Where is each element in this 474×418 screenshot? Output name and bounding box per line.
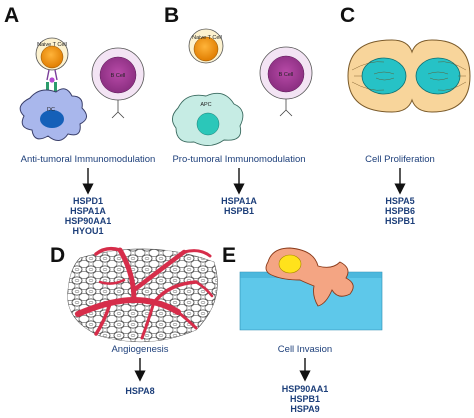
panel-c: C Cell Proliferation HSPA5 HSPB6 HSPB1 [340, 4, 471, 226]
panel-a-dendritic-cell: DC [19, 88, 87, 141]
panel-c-letter: C [340, 4, 355, 27]
panel-b-naive-t-cell: Naive T Cell [188, 28, 224, 64]
panel-b-protein-list: HSPA1A HSPB1 [221, 196, 257, 216]
panel-b-b-cell: B Cell [259, 46, 313, 117]
panel-a-b-cell-label: B Cell [111, 73, 126, 79]
panel-a-tcr-mhc-link [46, 69, 58, 92]
panel-d-caption: Angiogenesis [111, 344, 168, 355]
panel-c-protein: HSPB1 [385, 216, 415, 226]
panel-b: B Naive T Cell B Cell APC Pro-tumoral Im… [164, 4, 313, 216]
panel-b-naive-t-label: Naive T Cell [192, 35, 222, 41]
panel-d-protein: HSPA8 [125, 386, 154, 396]
panel-a-protein: HSPA1A [70, 206, 106, 216]
panel-a-b-cell: B Cell [91, 47, 145, 119]
panel-e-protein: HSP90AA1 [282, 384, 329, 394]
panel-a-naive-t-label: Naive T Cell [37, 42, 67, 48]
panel-a-caption: Anti-tumoral Immunomodulation [21, 154, 156, 165]
panel-e-protein-list: HSP90AA1 HSPB1 HSPA9 [282, 384, 329, 414]
panel-a-protein-list: HSPD1 HSPA1A HSP90AA1 HYOU1 [65, 196, 112, 236]
panel-d-vessel-network [67, 246, 218, 343]
panel-d: D Angiogenesis HSPA8 [50, 244, 218, 396]
panel-e-protein: HSPB1 [290, 394, 320, 404]
panel-b-letter: B [164, 4, 179, 27]
panel-b-b-cell-label: B Cell [279, 72, 294, 78]
panel-a-dc-label: DC [47, 107, 55, 113]
panel-b-protein: HSPA1A [221, 196, 257, 206]
panel-c-protein-list: HSPA5 HSPB6 HSPB1 [385, 196, 415, 226]
panel-a-letter: A [4, 4, 19, 27]
panel-b-protein: HSPB1 [224, 206, 254, 216]
panel-e-caption: Cell Invasion [278, 344, 332, 355]
panel-c-protein: HSPB6 [385, 206, 415, 216]
panel-d-protein-list: HSPA8 [125, 386, 154, 396]
panel-e: E Cell Invasion HSP90AA1 HSPB1 HSPA9 [222, 244, 383, 414]
panel-b-apc-label: APC [200, 102, 211, 108]
panel-a-protein: HYOU1 [72, 226, 103, 236]
panel-a-naive-t-cell: Naive T Cell [35, 37, 69, 71]
panel-b-apc: APC [172, 92, 244, 146]
panel-a-protein: HSPD1 [73, 196, 103, 206]
panel-e-invasion-scene [239, 247, 383, 331]
panel-e-letter: E [222, 244, 236, 267]
panel-a-protein: HSP90AA1 [65, 216, 112, 226]
panel-c-caption: Cell Proliferation [365, 154, 435, 165]
panel-e-protein: HSPA9 [290, 404, 319, 414]
panel-a: A Naive T Cell DC B Cell Anti-tumora [4, 4, 155, 236]
panel-c-dividing-cell [347, 39, 471, 113]
panel-d-letter: D [50, 244, 65, 267]
panel-c-protein: HSPA5 [385, 196, 414, 206]
panel-b-caption: Pro-tumoral Immunomodulation [172, 154, 305, 165]
